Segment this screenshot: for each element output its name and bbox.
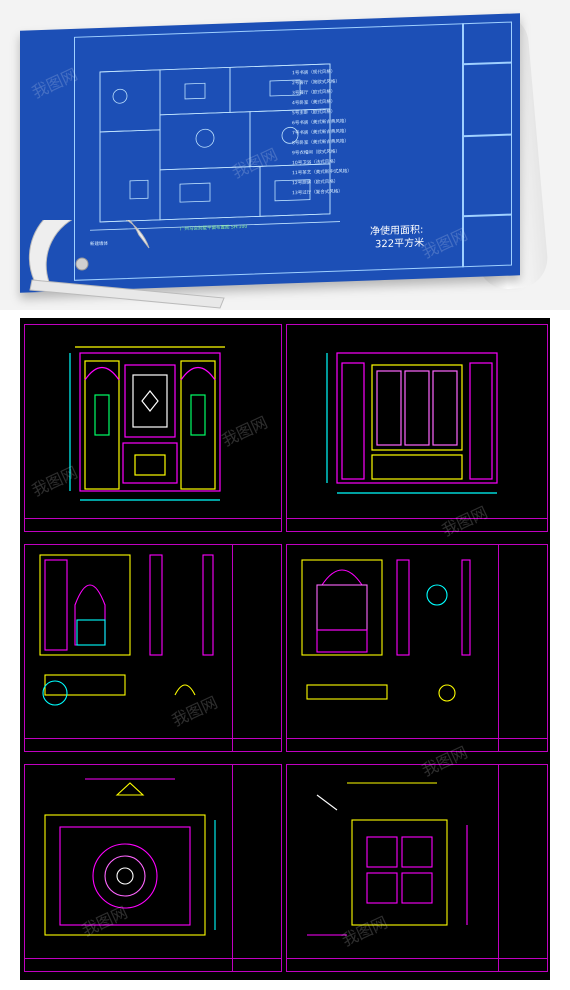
cad-sheet-cabinet-detail-1 [24, 544, 282, 752]
cad-sheet-elevation-1 [24, 324, 282, 532]
legend-item: 11号茶艺（美式新中式风格） [292, 169, 352, 177]
sheet-title-bar [25, 738, 281, 751]
legend-item: 12号厨房（欧式风格） [292, 179, 339, 187]
sheet-title-bar [287, 958, 547, 971]
sheet-title-bar [25, 518, 281, 531]
legend-item: 8号卧室（美式新古典风格） [292, 139, 349, 147]
legend-item: 2号客厅（简欧式风格） [292, 79, 340, 87]
legend-item: 3号餐厅（欧式风格） [292, 89, 336, 97]
cad-sheet-ceiling-2 [286, 764, 548, 972]
cad-sheet-ceiling-1 [24, 764, 282, 972]
legend-item: 4号卧室（美式风格） [292, 99, 336, 107]
protractor-ruler [28, 220, 225, 309]
sheet-side-table [498, 765, 547, 971]
area-label: 净使用面积: [370, 224, 424, 238]
sheet-title-bar [287, 738, 547, 751]
sheet-side-table [232, 765, 281, 971]
legend-item: 9号衣帽间（欧式风格） [292, 149, 340, 157]
legend-item: 13号过厅（复合式风格） [292, 189, 343, 197]
ceiling-plan-drawing [44, 778, 216, 936]
legend-item: 7号书房（美式新古典风格） [292, 129, 349, 137]
room-legend: 1号书房（现代风格） 2号客厅（简欧式风格） 3号餐厅（欧式风格） 4号卧室（美式风格… [292, 69, 352, 201]
ceiling-detail-drawing [307, 782, 468, 936]
sheet-side-table [232, 545, 281, 751]
legend-item: 6号书房（美式新古典风格） [292, 119, 349, 127]
legend-item: 5号主卧（欧式风格） [292, 109, 336, 117]
cad-sheet-cabinet-detail-2 [286, 544, 548, 752]
sheet-title-bar [25, 958, 281, 971]
cad-drawing-panel: 我图网 我图网 我图网 我图网 我图网 我图网 我图网 [20, 318, 550, 980]
wine-cabinet-drawing [301, 559, 471, 702]
blueprint-preview: 1号书房（现代风格） 2号客厅（简欧式风格） 3号餐厅（欧式风格） 4号卧室（美式风格… [0, 0, 570, 310]
floor-plan-drawing [90, 63, 340, 231]
blueprint-sheet: 1号书房（现代风格） 2号客厅（简欧式风格） 3号餐厅（欧式风格） 4号卧室（美式风格… [20, 13, 520, 293]
area-value: 322平方米 [375, 237, 425, 251]
cad-sheet-elevation-2 [286, 324, 548, 532]
cabinet-detail-drawing [39, 554, 214, 706]
sheet-title-bar [287, 518, 547, 531]
wall-panel-elevation-drawing [326, 352, 498, 494]
cabinet-elevation-drawing [69, 346, 225, 501]
legend-item: 1号书房（现代风格） [292, 69, 336, 77]
sheet-side-table [498, 545, 547, 751]
legend-item: 10号卫浴（法式风格） [292, 159, 339, 167]
